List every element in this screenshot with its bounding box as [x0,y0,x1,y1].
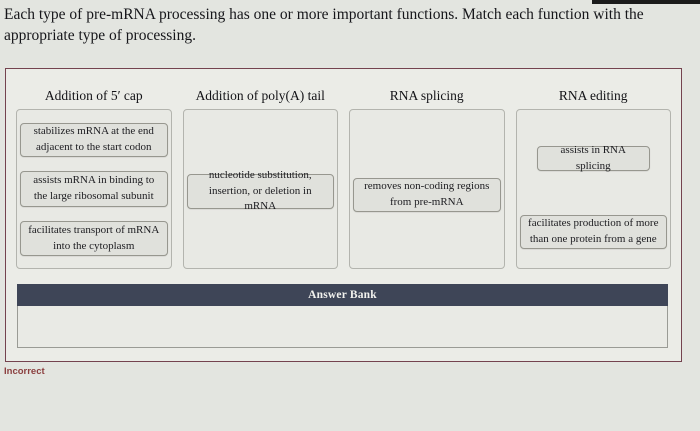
category-column-polya-tail: Addition of poly(A) tail nucleotide subs… [182,88,338,269]
answer-bank-header: Answer Bank [17,284,668,306]
answer-card[interactable]: removes non-coding regions from pre-mRNA [353,178,501,212]
category-header-rna-splicing: RNA splicing [389,88,464,103]
status-incorrect: Incorrect [4,366,45,377]
answer-bank: Answer Bank [17,284,668,348]
answer-card[interactable]: nucleotide substitution, insertion, or d… [186,169,334,212]
answer-bank-area[interactable] [17,306,668,348]
matching-panel: Addition of 5′ cap stabilizes mRNA at th… [5,68,682,362]
dropzone-5-cap[interactable]: stabilizes mRNA at the end adjacent to t… [16,109,172,269]
answer-card[interactable]: assists in RNA splicing [536,144,650,172]
category-columns: Addition of 5′ cap stabilizes mRNA at th… [16,88,671,269]
answer-card[interactable]: stabilizes mRNA at the end adjacent to t… [20,123,168,157]
category-column-5-cap: Addition of 5′ cap stabilizes mRNA at th… [16,88,172,269]
category-column-rna-splicing: RNA splicing removes non-coding regions … [349,88,505,269]
answer-card[interactable]: facilitates transport of mRNA into the c… [20,221,168,256]
category-header-5-cap: Addition of 5′ cap [44,88,143,103]
category-header-rna-editing: RNA editing [558,88,628,103]
category-header-polya-tail: Addition of poly(A) tail [195,88,325,103]
category-column-rna-editing: RNA editing assists in RNA splicing faci… [515,88,671,269]
question-prompt: Each type of pre-mRNA processing has one… [4,6,644,45]
dropzone-rna-splicing[interactable]: removes non-coding regions from pre-mRNA [349,109,505,269]
answer-card[interactable]: assists mRNA in binding to the large rib… [20,171,168,207]
dropzone-rna-editing[interactable]: assists in RNA splicing facilitates prod… [515,109,671,269]
screen-edge-strip [592,0,700,4]
answer-card[interactable]: facilitates production of more than one … [519,215,667,249]
dropzone-polya-tail[interactable]: nucleotide substitution, insertion, or d… [182,109,338,269]
